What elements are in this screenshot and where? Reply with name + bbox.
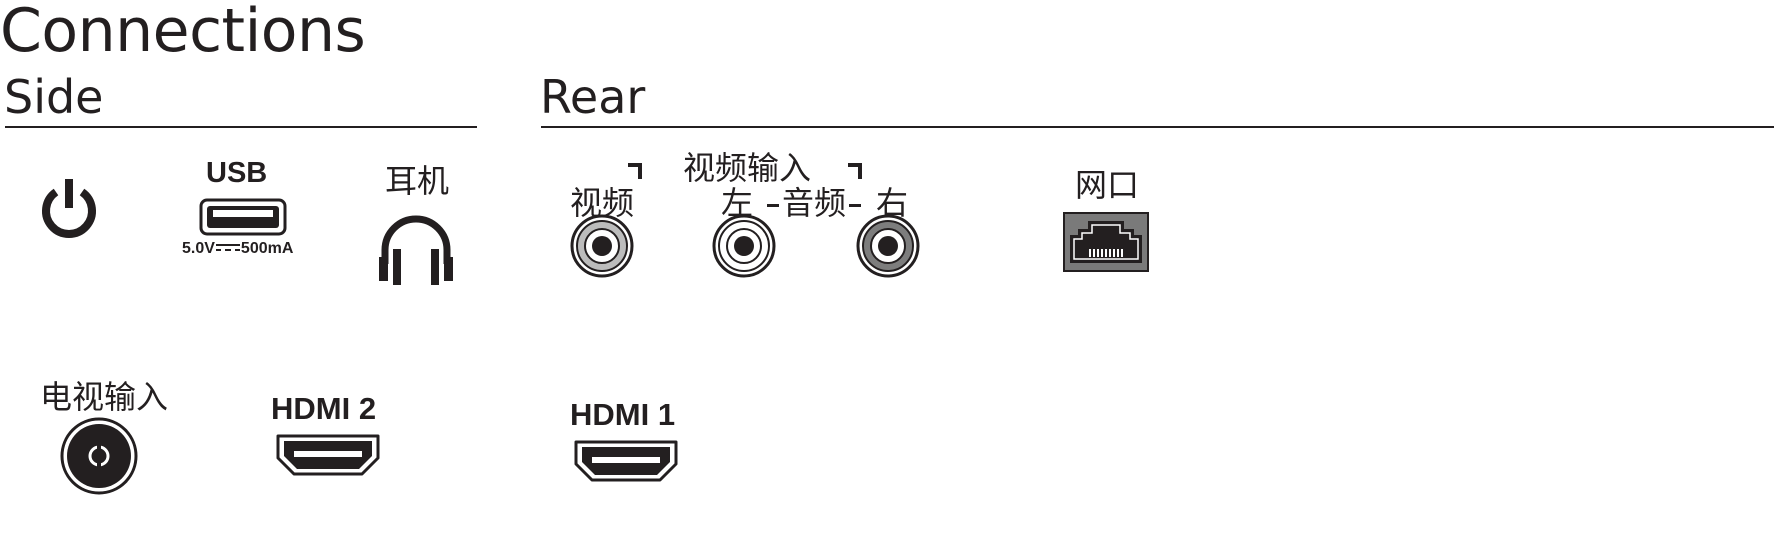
page-title: Connections [0, 0, 366, 66]
network-label: 网口 [1075, 166, 1140, 204]
tv-input-label: 电视输入 [40, 378, 169, 416]
hdmi-port-icon [274, 432, 382, 478]
video-input-label: 视频输入 [683, 149, 812, 187]
bracket-right-icon [846, 163, 862, 181]
dc-symbol-icon [215, 243, 240, 253]
rear-divider [541, 126, 1774, 128]
section-title-side: Side [4, 70, 104, 124]
rca-jack-icon-right [854, 214, 922, 278]
rca-jack-icon-left [710, 214, 778, 278]
headphone-icon [376, 212, 456, 288]
usb-label: USB [206, 157, 268, 189]
headphone-label: 耳机 [385, 162, 450, 200]
rca-jack-icon-video [568, 214, 636, 278]
usb-voltage: 5.0V [182, 240, 215, 257]
power-icon [38, 176, 100, 242]
antenna-input-icon [59, 416, 139, 496]
hdmi1-label: HDMI 1 [570, 397, 676, 432]
audio-label-text: 音频 [782, 184, 847, 222]
ethernet-port-icon [1062, 211, 1150, 273]
side-divider [5, 126, 477, 128]
audio-dash-right [849, 203, 862, 207]
bracket-left-icon [626, 163, 642, 181]
usb-spec-label: 5.0V 500mA [182, 240, 293, 258]
audio-label: 音频 [767, 178, 862, 224]
hdmi-port-icon-rear [572, 438, 680, 484]
section-title-rear: Rear [540, 70, 646, 124]
usb-current: 500mA [240, 240, 294, 257]
audio-dash-left [767, 203, 779, 207]
usb-port-icon [199, 198, 287, 236]
hdmi2-label: HDMI 2 [271, 391, 377, 426]
